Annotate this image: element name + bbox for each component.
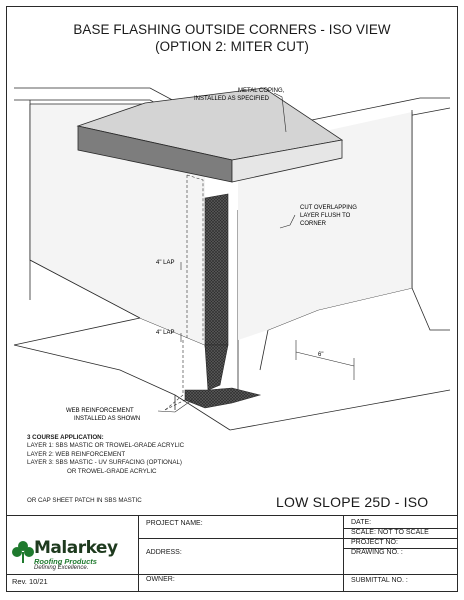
web-reinforcement-label-2: INSTALLED AS SHOWN bbox=[74, 416, 140, 422]
project-no-field: PROJECT NO: bbox=[351, 539, 398, 546]
submittal-no-field: SUBMITTAL NO. : bbox=[351, 577, 408, 584]
callout-leaders bbox=[157, 92, 296, 413]
logo-subtitle: Roofing Products bbox=[34, 557, 97, 566]
metal-coping bbox=[76, 87, 344, 183]
dimension-lines bbox=[180, 262, 355, 380]
logo-tagline: Defining Excellence. bbox=[34, 565, 89, 571]
project-drawing-rule bbox=[343, 548, 458, 549]
address-owner-rule bbox=[138, 574, 343, 575]
date-scale-rule bbox=[343, 528, 458, 529]
note-layer-3-alt: OR TROWEL-GRADE ACRYLIC bbox=[67, 467, 157, 475]
drawing-no-field: DRAWING NO. : bbox=[351, 549, 403, 556]
drawing-subtitle: (OPTION 2: MITER CUT) bbox=[155, 39, 309, 54]
cut-label-2: LAYER FLUSH TO bbox=[300, 213, 351, 219]
rev-rule bbox=[6, 574, 138, 575]
clover-icon bbox=[12, 541, 34, 563]
malarkey-logo: Malarkey Roofing Products Defining Excel… bbox=[12, 538, 132, 574]
lower-lap-label: 4" LAP bbox=[156, 330, 174, 336]
title-block-divider-1 bbox=[138, 515, 139, 592]
coping-label-2: INSTALLED AS SPECIFIED bbox=[194, 96, 270, 102]
sheet-id: LOW SLOPE 25D - ISO bbox=[276, 494, 429, 510]
note-layer-2: LAYER 2: WEB REINFORCEMENT bbox=[27, 450, 126, 458]
note-layer-3: LAYER 3: SBS MASTIC - UV SURFACING (OPTI… bbox=[27, 459, 182, 467]
scale-field: SCALE: NOT TO SCALE bbox=[351, 529, 429, 536]
coping-label: METAL COPING, bbox=[238, 88, 285, 94]
title-block-top-rule bbox=[6, 515, 458, 516]
cut-label: CUT OVERLAPPING bbox=[300, 205, 357, 211]
six-inch-label: 6" bbox=[318, 352, 323, 358]
patch-note: OR CAP SHEET PATCH IN SBS MASTIC bbox=[27, 497, 142, 504]
date-field: DATE: bbox=[351, 519, 372, 526]
project-name-field: PROJECT NAME: bbox=[146, 520, 203, 527]
owner-field: OWNER: bbox=[146, 576, 175, 583]
web-reinforcement-strip bbox=[184, 193, 262, 409]
title-block: PROJECT NAME: ADDRESS: OWNER: DATE: SCAL… bbox=[6, 515, 458, 592]
note-layer-1: LAYER 1: SBS MASTIC OR TROWEL-GRADE ACRY… bbox=[27, 442, 185, 450]
revision-label: Rev. 10/21 bbox=[12, 577, 48, 586]
drawing-border bbox=[6, 6, 458, 592]
drawing-submittal-rule bbox=[343, 574, 458, 575]
lap-lines bbox=[164, 174, 204, 411]
title-block-divider-2 bbox=[343, 515, 344, 592]
notes-heading: 3 COURSE APPLICATION: bbox=[27, 434, 104, 441]
logo-wordmark: Malarkey bbox=[34, 538, 118, 558]
name-address-rule bbox=[138, 538, 343, 539]
cut-label-3: CORNER bbox=[300, 221, 327, 227]
application-notes: 3 COURSE APPLICATION: LAYER 1: SBS MASTI… bbox=[27, 434, 184, 476]
upper-lap-label: 4" LAP bbox=[156, 260, 174, 266]
drawing-title: BASE FLASHING OUTSIDE CORNERS - ISO VIEW bbox=[73, 22, 391, 37]
web-reinforcement-label: WEB REINFORCEMENT bbox=[66, 408, 134, 414]
address-field: ADDRESS: bbox=[146, 549, 182, 556]
scale-project-rule bbox=[343, 538, 458, 539]
